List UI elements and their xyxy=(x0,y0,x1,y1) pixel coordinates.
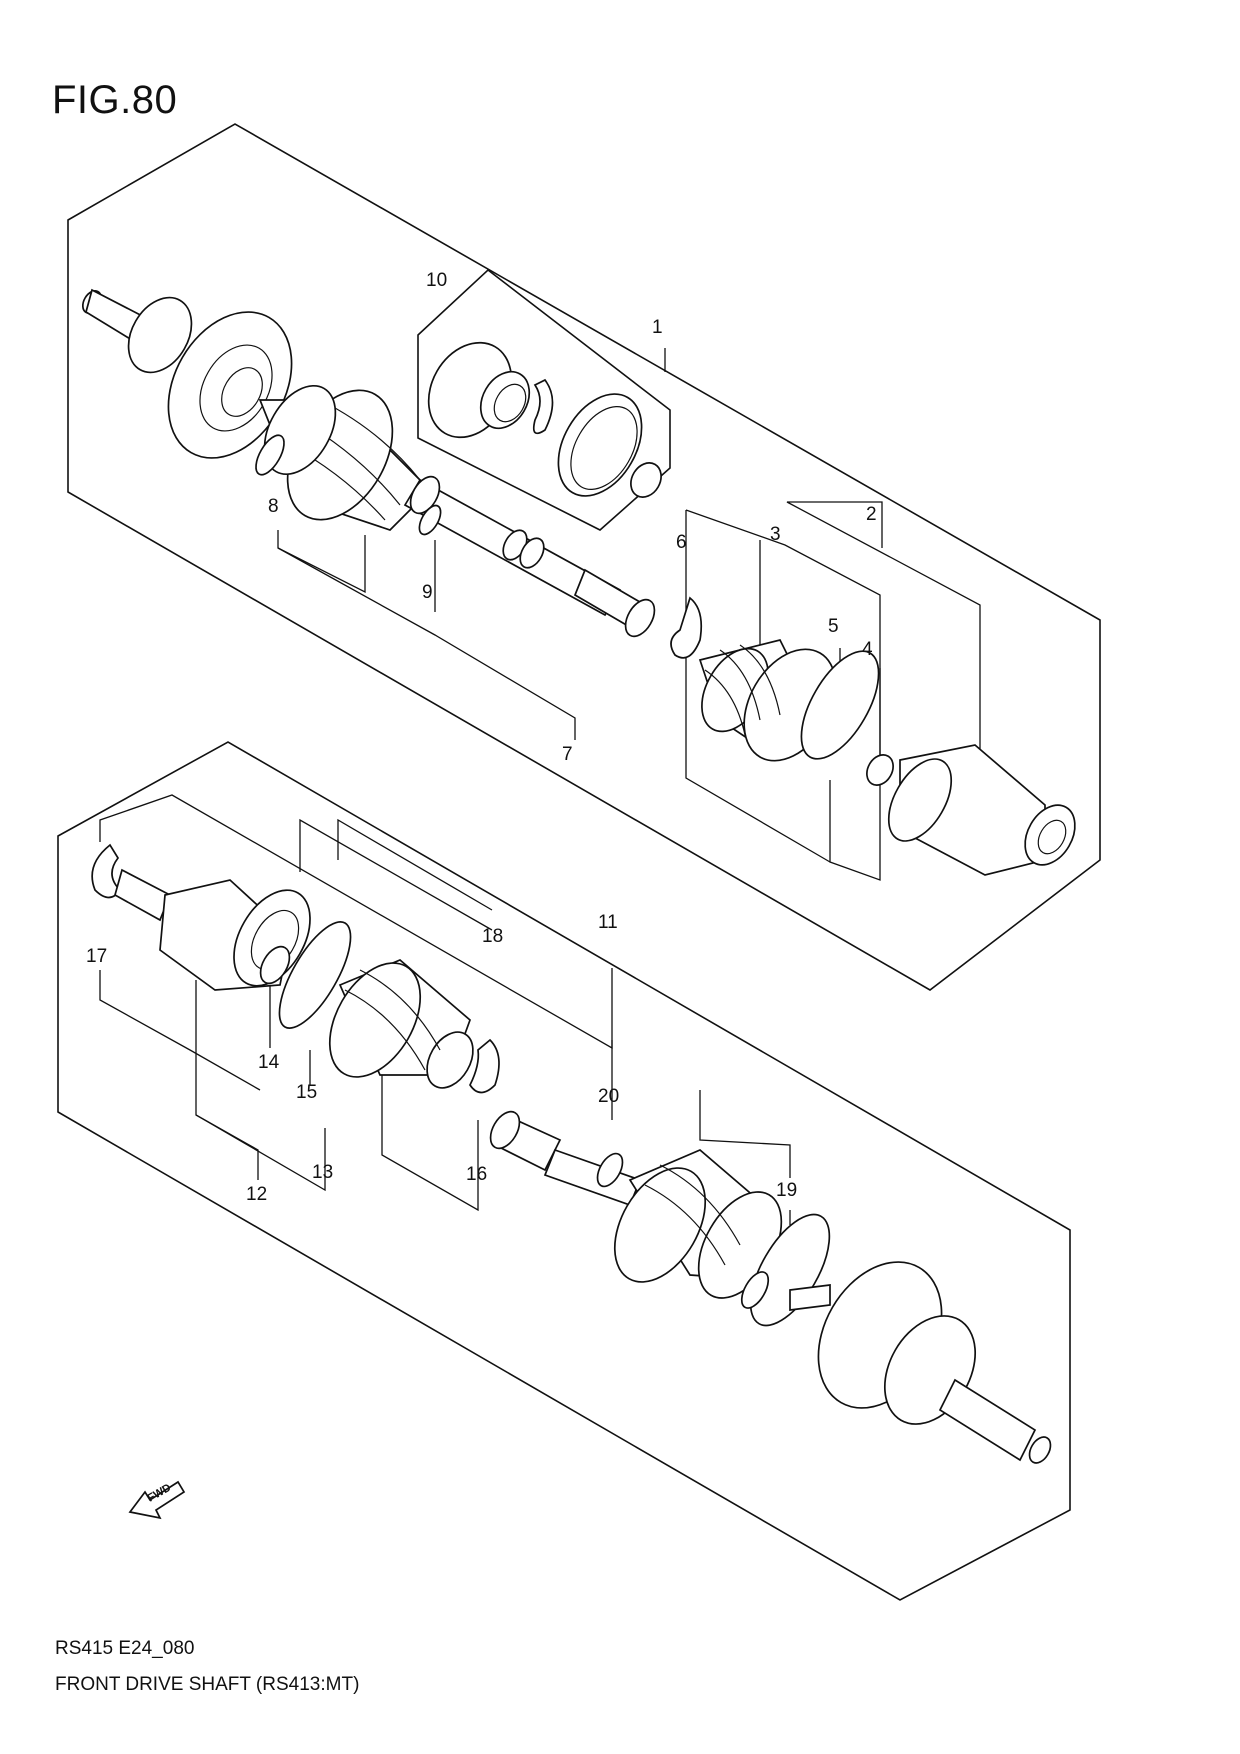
callout-17: 17 xyxy=(86,946,107,967)
damper-kit-10 xyxy=(427,341,662,498)
callout-8: 8 xyxy=(268,496,279,517)
clamp-15 xyxy=(278,921,352,1029)
inner-joint-lower xyxy=(114,868,311,991)
part-10-kit-frame xyxy=(417,268,671,531)
upper-drive-shaft-assembly xyxy=(67,123,1101,991)
callout-3: 3 xyxy=(770,524,781,545)
inner-boot-lower xyxy=(328,959,474,1089)
figure-title: FIG.80 xyxy=(52,78,178,122)
callout-1: 1 xyxy=(652,317,663,338)
callout-4: 4 xyxy=(862,639,873,660)
outer-boot-upper xyxy=(258,384,432,531)
leader-19 xyxy=(699,1090,791,1178)
clamp-6 xyxy=(670,596,703,659)
outer-cv-joint-upper xyxy=(81,288,293,459)
callout-15: 15 xyxy=(296,1082,317,1103)
clamp-19 xyxy=(749,1213,831,1327)
callout-9: 9 xyxy=(422,582,433,603)
callout-10: 10 xyxy=(426,270,447,291)
callout-5: 5 xyxy=(828,616,839,637)
clamp-20 xyxy=(596,1152,624,1188)
leader-18 xyxy=(299,818,493,931)
shaft-upper xyxy=(403,475,656,638)
leader-2 xyxy=(786,501,981,785)
circlip-17 xyxy=(91,843,122,899)
leader-17 xyxy=(99,970,261,1091)
upper-assembly-frame xyxy=(67,123,1101,991)
callout-20: 20 xyxy=(598,1086,619,1107)
outer-cv-joint-lower xyxy=(789,1261,1052,1464)
inner-joint-housing-upper xyxy=(887,744,1076,876)
clamp-5 xyxy=(800,650,880,760)
clamp-8 xyxy=(255,434,285,476)
diagram-description: FRONT DRIVE SHAFT (RS413:MT) xyxy=(55,1674,360,1695)
leader-13 xyxy=(195,1114,326,1192)
clamp-16 xyxy=(469,1038,500,1094)
leader-8 xyxy=(277,530,366,594)
callout-19: 19 xyxy=(776,1180,797,1201)
callout-6: 6 xyxy=(676,532,687,553)
callout-7: 7 xyxy=(562,744,573,765)
callout-11: 11 xyxy=(598,912,618,933)
leader-16 xyxy=(381,1020,479,1212)
circlip-14 xyxy=(259,945,291,985)
leader-18b xyxy=(337,818,493,911)
lower-drive-shaft-assembly: FWD xyxy=(57,741,1071,1601)
leader-7 xyxy=(277,547,576,740)
callout-12: 12 xyxy=(246,1184,267,1205)
leader-12 xyxy=(195,980,259,1180)
leader-3 xyxy=(685,510,831,863)
leader-11 xyxy=(99,794,613,1050)
clamp-9 xyxy=(418,504,442,536)
callout-2: 2 xyxy=(866,504,877,525)
clamp-19-small xyxy=(740,1271,770,1309)
callout-18: 18 xyxy=(482,926,503,947)
forward-arrow-icon xyxy=(128,1480,186,1520)
callout-labels: 1 2 3 4 5 6 7 8 9 10 11 12 13 14 15 16 1… xyxy=(86,270,877,1205)
circlip-4 xyxy=(866,754,894,786)
callout-13: 13 xyxy=(312,1162,333,1183)
lower-assembly-frame xyxy=(57,741,1071,1601)
callout-16: 16 xyxy=(466,1164,487,1185)
callout-14: 14 xyxy=(258,1052,280,1073)
diagram-code: RS415 E24_080 xyxy=(55,1638,195,1659)
forward-direction-marker: FWD xyxy=(128,1480,186,1520)
